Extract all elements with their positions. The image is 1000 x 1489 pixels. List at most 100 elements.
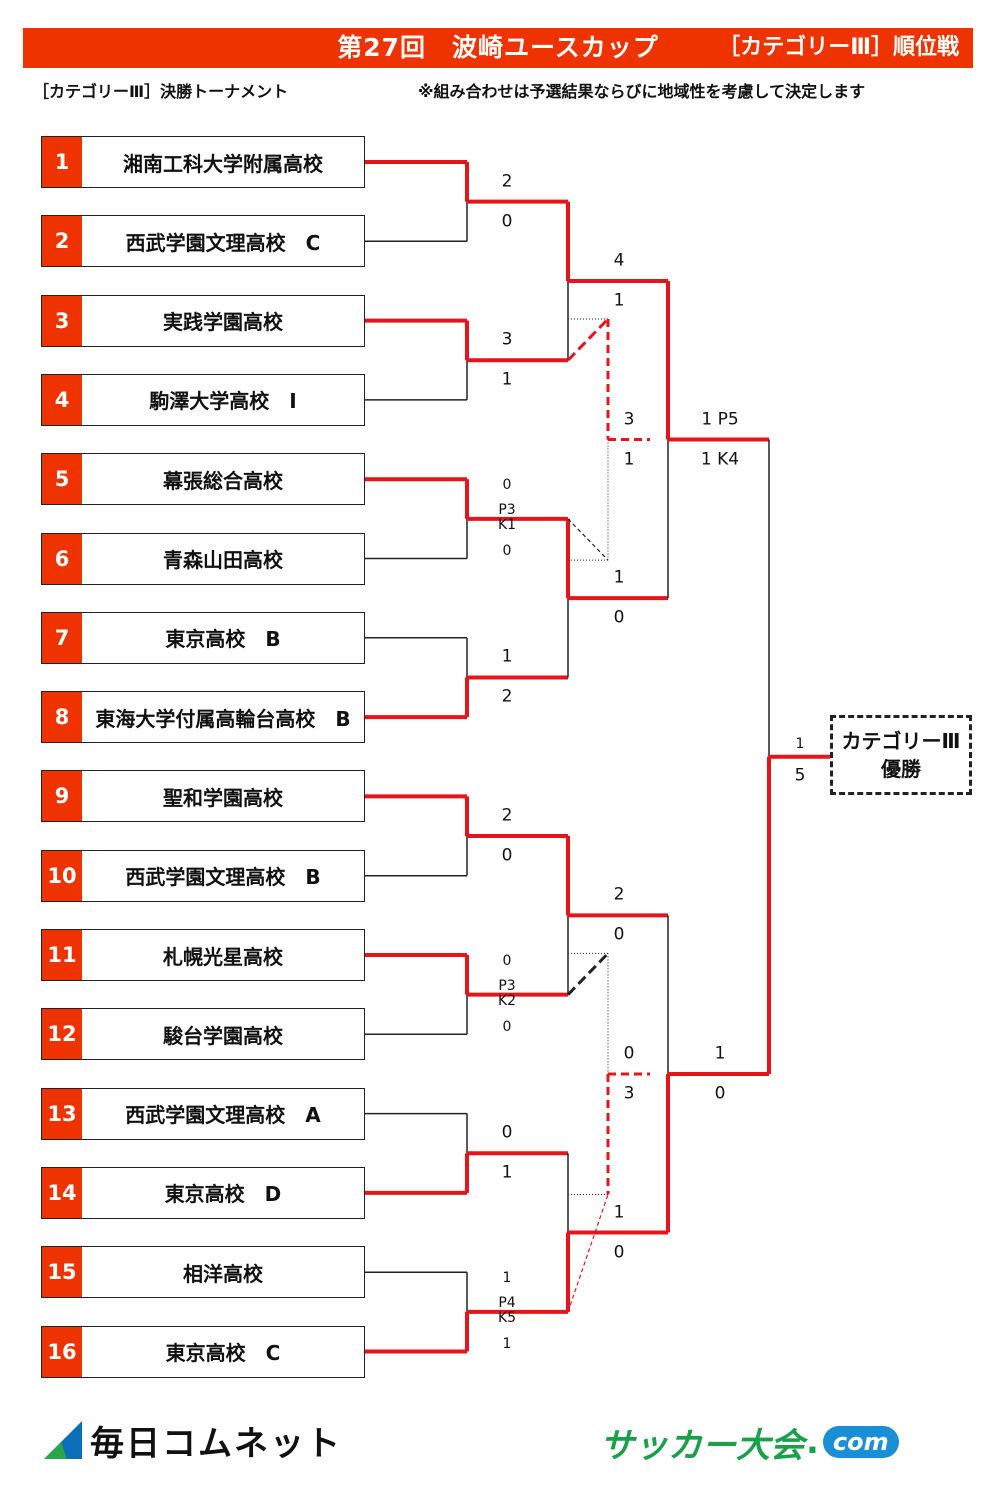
score-label: 1 P5	[701, 409, 739, 430]
team-box: 4 駒澤大学高校 I	[41, 373, 365, 426]
score-label: 0	[623, 1043, 635, 1064]
tournament-subtitle: ［カテゴリーⅢ］決勝トーナメント	[33, 82, 289, 101]
score-label: 0	[502, 476, 512, 493]
team-seed: 15	[42, 1247, 82, 1298]
consolation-path	[567, 1194, 609, 1313]
score-label: P3	[498, 501, 516, 518]
team-seed: 10	[42, 850, 82, 901]
team-box: 3 実践学園高校	[41, 294, 365, 347]
team-box: 16 東京高校 C	[41, 1325, 365, 1378]
soccer-taikai-logo[interactable]: サッカー大会 . com	[600, 1420, 899, 1466]
bracket-line	[566, 952, 610, 996]
score-label: 0	[501, 211, 513, 232]
team-name: 西武学園文理高校 A	[125, 1103, 321, 1128]
right-logo-text: サッカー大会	[600, 1425, 804, 1466]
score-label: 1	[501, 646, 513, 667]
score-label: 1	[613, 567, 625, 588]
score-label: 3	[623, 1083, 635, 1104]
right-logo-suffix: com	[822, 1426, 899, 1458]
team-box: 15 相洋高校	[41, 1246, 365, 1299]
comnet-mark-icon	[44, 1421, 82, 1459]
team-seed: 9	[42, 771, 82, 822]
team-name: 幕張総合高校	[163, 468, 283, 493]
team-box: 5 幕張総合高校	[41, 453, 365, 506]
team-name: 実践学園高校	[163, 310, 283, 335]
score-label: 2	[501, 686, 513, 707]
score-label: 0	[502, 542, 512, 559]
mainichi-comnet-logo[interactable]: 毎日コムネット	[44, 1418, 342, 1464]
right-logo-dot: .	[806, 1422, 819, 1462]
team-seed: 13	[42, 1088, 82, 1139]
draw-note: ※組み合わせは予選結果ならびに地域性を考慮して決定します	[418, 82, 866, 101]
score-label: 0	[613, 1242, 625, 1263]
left-logo-text: 毎日コムネット	[90, 1423, 342, 1464]
team-seed: 16	[42, 1326, 82, 1377]
score-label: 0	[502, 1018, 512, 1035]
score-label: 2	[501, 805, 513, 826]
score-label: 0	[501, 1122, 513, 1143]
score-label: 2	[501, 171, 513, 192]
score-label: 3	[623, 409, 635, 430]
team-box: 12 駿台学園高校	[41, 1008, 365, 1061]
team-name: 相洋高校	[183, 1261, 263, 1286]
score-label: 1 K4	[700, 449, 740, 470]
team-name: 東京高校 D	[164, 1182, 282, 1207]
team-name: 湘南工科大学附属高校	[123, 151, 323, 176]
team-name: 駒澤大学高校 I	[149, 389, 297, 414]
score-label: 1	[795, 735, 805, 752]
score-label: 1	[502, 1335, 512, 1352]
team-name: 青森山田高校	[163, 548, 283, 572]
team-seed: 7	[42, 612, 82, 663]
consolation-path	[566, 317, 610, 362]
score-label: 1	[613, 290, 625, 311]
champion-label: カテゴリーⅢ	[841, 729, 961, 753]
header-banner: 第27回 波崎ユースカップ ［カテゴリーⅢ］順位戦	[23, 28, 973, 68]
team-name: 聖和学園高校	[163, 785, 283, 810]
team-seed: 5	[42, 454, 82, 505]
score-label: 0	[613, 607, 625, 628]
team-name: 西武学園文理高校 B	[125, 865, 321, 890]
team-name: 東京高校 C	[165, 1341, 281, 1365]
score-label: 1	[502, 1269, 512, 1286]
score-label: 1	[501, 1162, 513, 1183]
score-label: 0	[613, 924, 625, 945]
team-box: 6 青森山田高校	[41, 532, 365, 585]
score-label: P4	[498, 1294, 516, 1311]
team-box: 9 聖和学園高校	[41, 770, 365, 823]
score-label: P3	[498, 977, 516, 994]
team-name: 駿台学園高校	[163, 1023, 283, 1048]
team-name: 札幌光星高校	[163, 944, 283, 969]
score-label: 0	[501, 845, 513, 866]
team-box: 8 東海大学付属高輪台高校 B	[41, 691, 365, 744]
score-label: K1	[497, 516, 517, 533]
team-name: 東京高校 B	[165, 627, 281, 652]
score-label: 3	[501, 329, 513, 350]
team-seed: 6	[42, 533, 82, 584]
score-label: 5	[794, 765, 806, 786]
team-name: 東海大学付属高輪台高校 B	[95, 706, 351, 731]
score-label: K5	[497, 1309, 517, 1326]
team-box: 7 東京高校 B	[41, 611, 365, 664]
score-label: 1	[501, 369, 513, 390]
team-box: 10 西武学園文理高校 B	[41, 849, 365, 902]
score-label: 4	[613, 250, 625, 271]
team-seed: 12	[42, 1009, 82, 1060]
category-label: ［カテゴリーⅢ］順位戦	[718, 35, 959, 60]
team-seed: 3	[42, 295, 82, 346]
score-label: 2	[613, 884, 625, 905]
team-name: 西武学園文理高校 C	[125, 230, 321, 255]
team-box: 2 西武学園文理高校 C	[41, 215, 365, 268]
team-seed: 8	[42, 692, 82, 743]
score-label: 0	[502, 952, 512, 969]
score-label: 1	[714, 1043, 726, 1064]
page-title: 第27回 波崎ユースカップ	[337, 33, 659, 62]
team-seed: 2	[42, 216, 82, 267]
team-seed: 4	[42, 374, 82, 425]
team-box: 13 西武学園文理高校 A	[41, 1087, 365, 1140]
champion-box: カテゴリーⅢ 優勝	[830, 715, 972, 795]
champion-title: 優勝	[881, 757, 921, 781]
score-label: 0	[714, 1083, 726, 1104]
